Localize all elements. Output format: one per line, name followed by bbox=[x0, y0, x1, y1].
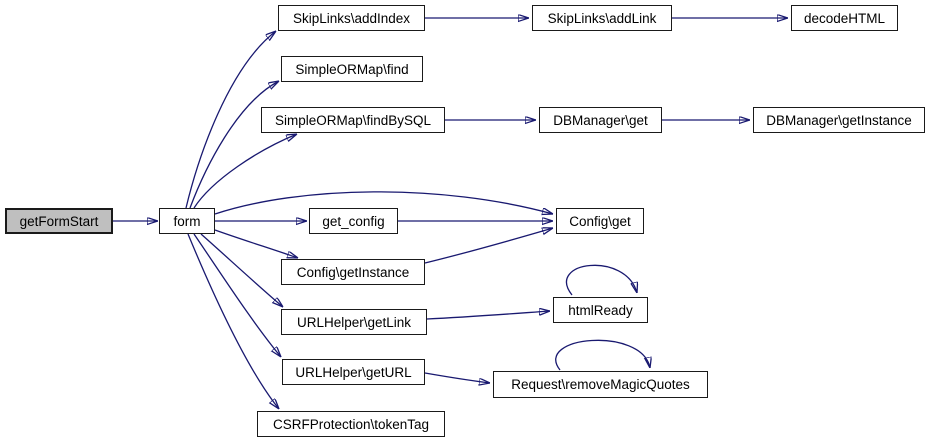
edge-form-urlhelper-geturl bbox=[193, 233, 281, 357]
node-urlhelper-geturl-label: URLHelper\getURL bbox=[295, 364, 412, 380]
node-simpleormap-find[interactable]: SimpleORMap\find bbox=[281, 56, 423, 82]
node-config-getinstance[interactable]: Config\getInstance bbox=[281, 259, 425, 285]
node-skiplinks-addlink[interactable]: SkipLinks\addLink bbox=[532, 5, 672, 31]
node-urlhelper-getlink-label: URLHelper\getLink bbox=[296, 314, 412, 330]
edge-getlink-htmlready bbox=[426, 311, 550, 320]
node-dbmanager-get[interactable]: DBManager\get bbox=[539, 107, 662, 133]
node-decodehtml[interactable]: decodeHTML bbox=[791, 5, 898, 31]
edge-htmlready-self-loop bbox=[565, 264, 637, 296]
node-get_config-label: get_config bbox=[322, 213, 385, 229]
node-urlhelper-getlink[interactable]: URLHelper\getLink bbox=[281, 309, 427, 335]
edge-removemagicquotes-self-loop bbox=[555, 339, 650, 371]
node-skiplinks-addindex-label: SkipLinks\addIndex bbox=[292, 10, 411, 26]
edge-form-config-getinstance bbox=[214, 229, 298, 258]
node-htmlready[interactable]: htmlReady bbox=[553, 297, 648, 323]
edge-config-getinstance-config-get bbox=[424, 228, 553, 264]
node-dbmanager-getinstance[interactable]: DBManager\getInstance bbox=[753, 107, 925, 133]
node-dbmanager-getinstance-label: DBManager\getInstance bbox=[766, 112, 912, 128]
node-getformstart-label: getFormStart bbox=[19, 213, 99, 229]
node-request-removemagicquotes-label: Request\removeMagicQuotes bbox=[511, 377, 690, 392]
edge-form-simpleormap-findbysql bbox=[193, 134, 297, 209]
node-form-label: form bbox=[173, 213, 201, 229]
node-simpleormap-find-label: SimpleORMap\find bbox=[295, 61, 409, 77]
edge-form-csrfprotection-tokentag bbox=[187, 233, 279, 409]
node-simpleormap-findbysql[interactable]: SimpleORMap\findBySQL bbox=[261, 107, 445, 133]
node-dbmanager-get-label: DBManager\get bbox=[553, 112, 648, 128]
edge-form-urlhelper-getlink bbox=[200, 233, 283, 307]
node-csrfprotection-tokentag-label: CSRFProtection\tokenTag bbox=[272, 416, 430, 432]
node-csrfprotection-tokentag[interactable]: CSRFProtection\tokenTag bbox=[257, 411, 445, 437]
node-getformstart: getFormStart bbox=[5, 208, 113, 234]
node-request-removemagicquotes[interactable]: Request\removeMagicQuotes bbox=[493, 371, 708, 398]
node-config-getinstance-label: Config\getInstance bbox=[296, 264, 410, 280]
edge-geturl-removemagicquotes bbox=[424, 372, 490, 383]
node-get_config[interactable]: get_config bbox=[309, 208, 398, 234]
node-decodehtml-label: decodeHTML bbox=[803, 10, 886, 26]
node-config-get-label: Config\get bbox=[569, 213, 631, 229]
node-form[interactable]: form bbox=[159, 208, 215, 234]
node-config-get[interactable]: Config\get bbox=[556, 208, 644, 234]
node-urlhelper-geturl[interactable]: URLHelper\getURL bbox=[282, 359, 425, 385]
edge-form-simpleormap-find bbox=[189, 81, 279, 209]
edge-form-config-get bbox=[214, 191, 553, 214]
edge-form-skiplinks-addindex bbox=[185, 31, 276, 209]
node-simpleormap-findbysql-label: SimpleORMap\findBySQL bbox=[274, 112, 432, 128]
node-skiplinks-addlink-label: SkipLinks\addLink bbox=[547, 10, 657, 26]
node-skiplinks-addindex[interactable]: SkipLinks\addIndex bbox=[278, 5, 425, 31]
node-htmlready-label: htmlReady bbox=[568, 302, 633, 318]
